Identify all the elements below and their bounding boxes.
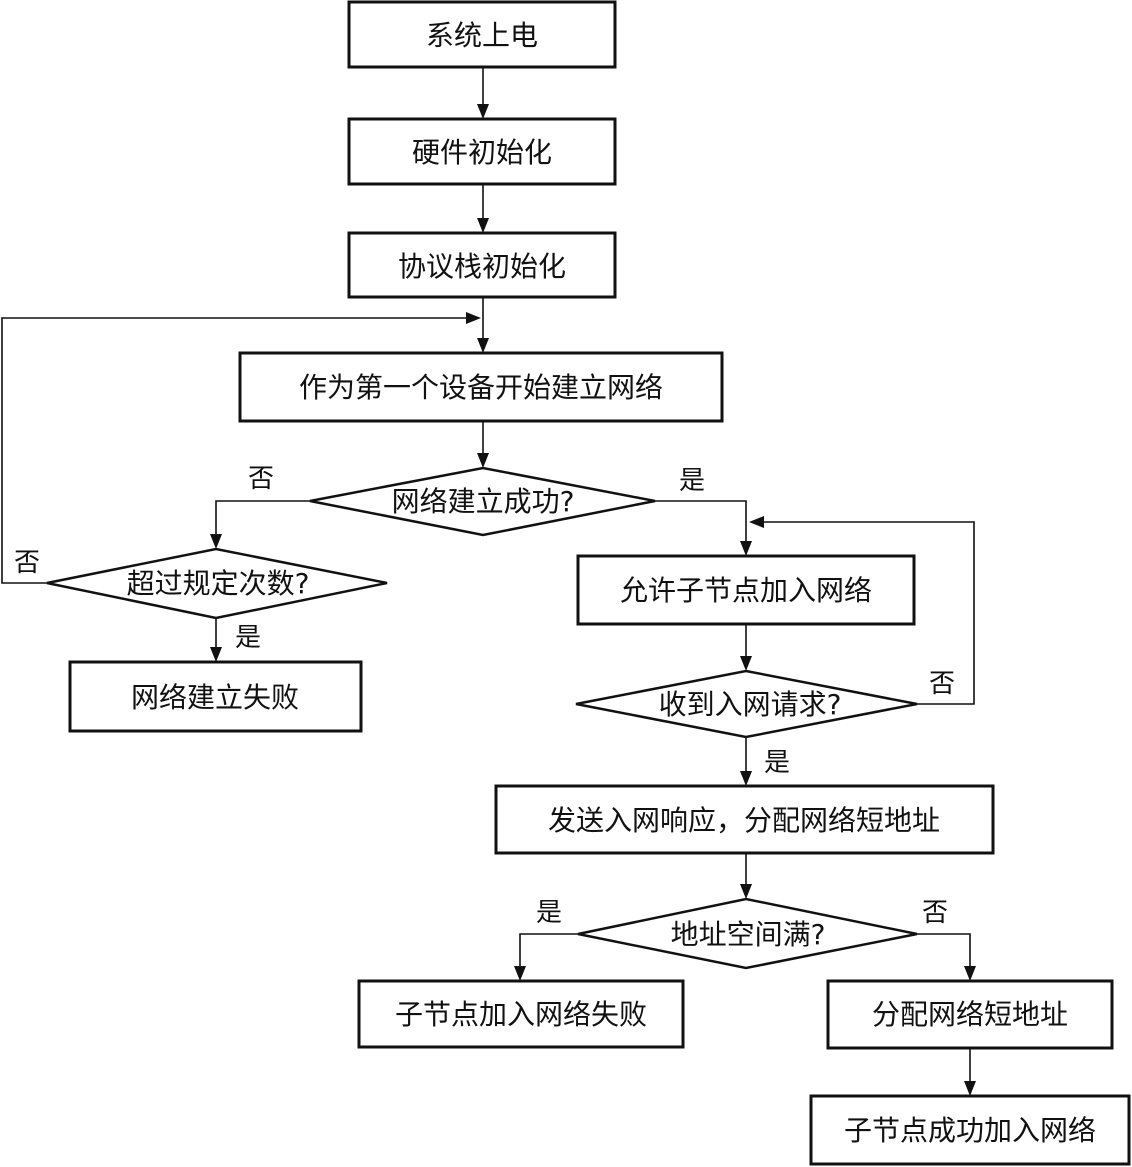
node-power-on: 系统上电	[347, 0, 617, 69]
node-label: 网络建立失败	[131, 681, 299, 714]
decision-label: 地址空间满?	[671, 918, 826, 951]
edge-label-full-yes: 是	[536, 898, 562, 928]
node-stack-init: 协议栈初始化	[347, 231, 617, 299]
decision-network-ok: 网络建立成功?	[309, 466, 656, 537]
edge-label-request-yes: 是	[764, 748, 790, 778]
edge-label-exceed-no: 否	[14, 548, 40, 578]
node-network-fail: 网络建立失败	[68, 660, 363, 733]
node-child-join-ok: 子节点成功加入网络	[809, 1094, 1131, 1166]
edge-full-yes	[519, 933, 578, 970]
edge-label-exceed-yes: 是	[235, 623, 261, 653]
node-label: 分配网络短地址	[872, 998, 1068, 1031]
arrowhead	[740, 771, 752, 786]
node-label: 允许子节点加入网络	[620, 574, 872, 607]
edge-label-full-no: 否	[922, 898, 948, 928]
decision-addr-full: 地址空间满?	[577, 897, 918, 970]
arrowhead	[964, 966, 976, 981]
edge-label-network-ok-no: 否	[248, 464, 274, 494]
edge-full-no	[917, 933, 971, 970]
arrowhead	[514, 966, 526, 981]
edges	[1, 67, 976, 1096]
decision-label: 超过规定次数?	[127, 567, 310, 600]
node-label: 作为第一个设备开始建立网络	[299, 371, 663, 404]
arrowhead	[964, 1081, 976, 1096]
arrowhead	[740, 541, 752, 556]
decision-label: 网络建立成功?	[392, 485, 575, 518]
node-hw-init: 硬件初始化	[347, 117, 617, 186]
node-label: 发送入网响应，分配网络短地址	[548, 804, 940, 837]
decision-join-request: 收到入网请求?	[575, 669, 918, 739]
arrowhead	[477, 453, 489, 468]
edge-request-no-loop	[760, 521, 975, 705]
arrowhead	[210, 534, 222, 549]
node-label: 协议栈初始化	[398, 250, 566, 283]
arrowhead	[749, 516, 764, 528]
edge-label-network-ok-yes: 是	[679, 466, 705, 496]
node-assign-addr: 分配网络短地址	[826, 979, 1114, 1050]
edge-labels: 否 是 否 是 否 是 是 否	[14, 464, 955, 928]
node-label: 子节点成功加入网络	[844, 1114, 1096, 1147]
decision-label: 收到入网请求?	[659, 688, 842, 721]
edge-networkok-no	[215, 500, 310, 538]
node-label: 系统上电	[426, 19, 538, 52]
node-send-response: 发送入网响应，分配网络短地址	[494, 784, 995, 855]
edge-label-request-no: 否	[929, 669, 955, 699]
node-start-network: 作为第一个设备开始建立网络	[238, 351, 724, 423]
arrowhead	[740, 884, 752, 899]
node-child-join-fail: 子节点加入网络失败	[357, 979, 685, 1049]
node-allow-join: 允许子节点加入网络	[576, 554, 916, 626]
edge-exceed-no-loop	[1, 317, 470, 584]
node-label: 硬件初始化	[412, 136, 552, 169]
edge-networkok-yes	[655, 500, 747, 545]
node-label: 子节点加入网络失败	[395, 998, 647, 1031]
arrowhead	[466, 312, 481, 324]
arrowhead	[477, 218, 489, 233]
arrowhead	[740, 656, 752, 671]
decision-exceed-limit: 超过规定次数?	[46, 547, 388, 620]
arrowhead	[477, 338, 489, 353]
arrowhead	[477, 104, 489, 119]
arrowhead	[210, 647, 222, 662]
